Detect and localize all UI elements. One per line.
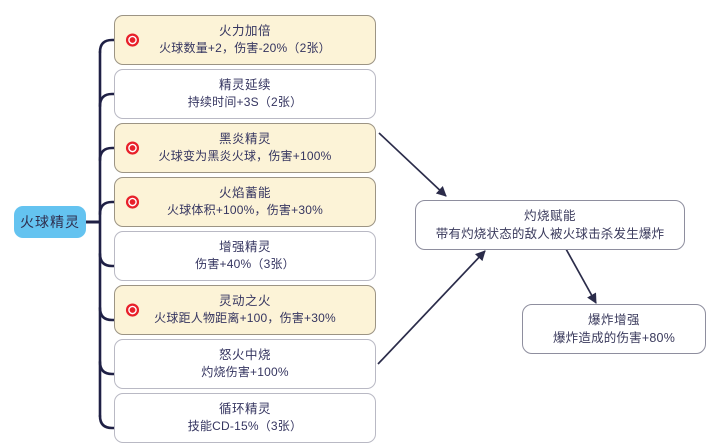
arrow-zhuoshao-to-baozha [565,248,597,304]
skill-card-desc: 伤害+40%（3张） [195,257,295,271]
skill-card-5[interactable]: 增强精灵 伤害+40%（3张） [114,231,376,281]
skill-card-4[interactable]: 火焰蓄能 火球体积+100%，伤害+30% [114,177,376,227]
skill-card-title: 灵动之火 [218,294,271,308]
red-star-badge-icon [125,195,140,210]
skill-card-title: 怒火中烧 [218,348,271,362]
skill-card-title: 黑炎精灵 [218,132,271,146]
outcome-node-desc: 爆炸造成的伤害+80% [552,331,676,345]
skill-card-desc: 技能CD-15%（3张） [187,419,303,433]
skill-card-desc: 火球数量+2，伤害-20%（2张） [159,41,331,55]
root-node-fireball-spirit[interactable]: 火球精灵 [14,206,86,238]
outcome-node-title: 爆炸增强 [587,313,640,327]
skill-card-8[interactable]: 循环精灵 技能CD-15%（3张） [114,393,376,443]
skill-card-title: 火力加倍 [218,24,271,38]
outcome-node-baozha-zengqiang[interactable]: 爆炸增强 爆炸造成的伤害+80% [522,304,706,354]
skill-card-title: 循环精灵 [218,402,271,416]
skill-card-title: 精灵延续 [218,78,271,92]
skill-card-title: 火焰蓄能 [218,186,271,200]
skill-card-desc: 火球变为黑炎火球，伤害+100% [158,149,332,163]
red-star-badge-icon [125,303,140,318]
arrow-heiyan-to-zhuoshao [378,132,447,197]
skill-card-desc: 灼烧伤害+100% [201,365,289,379]
root-node-label: 火球精灵 [20,214,80,230]
outcome-node-zhuoshao-funeng[interactable]: 灼烧赋能 带有灼烧状态的敌人被火球击杀发生爆炸 [415,200,685,250]
red-star-badge-icon [125,141,140,156]
skill-card-6[interactable]: 灵动之火 火球距人物距离+100，伤害+30% [114,285,376,335]
skill-card-3[interactable]: 黑炎精灵 火球变为黑炎火球，伤害+100% [114,123,376,173]
skill-card-1[interactable]: 火力加倍 火球数量+2，伤害-20%（2张） [114,15,376,65]
outcome-node-title: 灼烧赋能 [523,209,576,223]
skill-card-desc: 火球距人物距离+100，伤害+30% [154,311,336,325]
skill-card-title: 增强精灵 [218,240,271,254]
arrow-nuhuo-to-zhuoshao [377,250,486,365]
skill-card-desc: 火球体积+100%，伤害+30% [167,203,323,217]
outcome-node-desc: 带有灼烧状态的敌人被火球击杀发生爆炸 [435,227,665,241]
skill-card-2[interactable]: 精灵延续 持续时间+3S（2张） [114,69,376,119]
red-star-badge-icon [125,33,140,48]
skill-card-desc: 持续时间+3S（2张） [187,95,303,109]
skill-card-7[interactable]: 怒火中烧 灼烧伤害+100% [114,339,376,389]
